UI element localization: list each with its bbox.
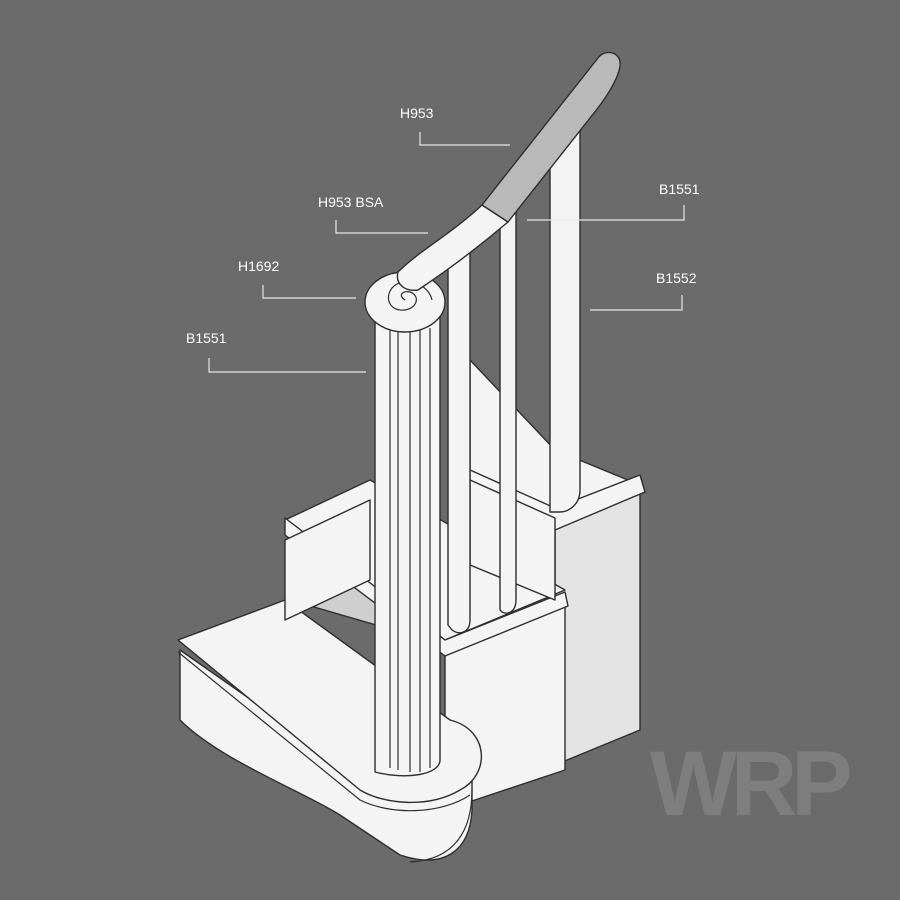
leader-lines: [208, 132, 685, 373]
lower-riser: [284, 499, 371, 621]
leader-h1692: [262, 285, 356, 299]
leader-b1552: [590, 295, 683, 311]
label-h953: H953: [400, 105, 434, 121]
top-step-side: [554, 484, 641, 766]
bottom-step-nosing: [177, 651, 471, 812]
label-b1552: B1552: [656, 270, 697, 286]
label-h1692: H1692: [238, 258, 279, 274]
bottom-step-curve: [409, 789, 473, 863]
label-b1551-left: B1551: [186, 330, 227, 346]
label-b1551-right: B1551: [659, 181, 700, 197]
baluster-front: [447, 249, 471, 634]
handrail-easement: [396, 204, 509, 291]
leader-h953-bsa: [335, 220, 428, 234]
newel-post-body: [374, 309, 441, 777]
wrp-watermark: WRP: [650, 733, 850, 835]
leader-b1551-left: [208, 358, 366, 373]
middle-step-nosing: [284, 517, 569, 657]
part-labels: H953 H953 BSA B1551 B1552 H1692 B1551: [186, 105, 700, 346]
baluster-middle: [499, 201, 517, 614]
label-h953-bsa: H953 BSA: [318, 194, 384, 210]
handrail-joint: [481, 204, 509, 223]
baluster-rear: [549, 127, 581, 513]
leader-h953: [419, 132, 510, 146]
leader-b1551-right: [527, 205, 685, 221]
staircase: [177, 51, 646, 863]
